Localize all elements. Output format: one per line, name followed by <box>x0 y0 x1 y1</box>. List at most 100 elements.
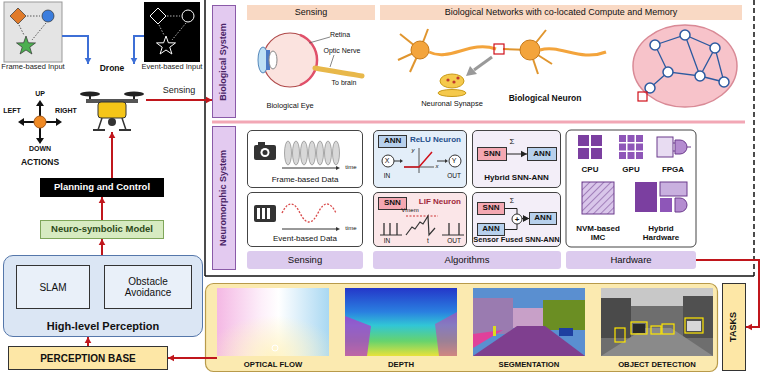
neuron-card-icon <box>400 159 403 163</box>
hardware-item-icon <box>687 147 691 148</box>
hardware-item: GPU <box>612 134 650 176</box>
hardware-item-icon <box>578 135 589 146</box>
neuron-card-icon <box>449 155 461 167</box>
node-text: High-level Perception <box>4 320 202 332</box>
ann-box: ANN <box>477 223 505 236</box>
section-band: Neuromorphic System <box>212 126 236 270</box>
task-tile-icon <box>601 288 713 370</box>
data-card-icon <box>257 208 260 219</box>
task-tile: DEPTH <box>345 288 457 370</box>
hardware-item: CPU <box>571 134 609 176</box>
connector <box>109 132 116 178</box>
task-tile-icon <box>272 345 278 351</box>
node-text: CPU <box>571 166 609 175</box>
label-text: Vmem <box>401 207 418 213</box>
label-text: Retina <box>330 31 350 38</box>
frame-input-icon <box>27 16 40 17</box>
connector-line <box>168 357 217 359</box>
data-card-icon <box>317 141 324 165</box>
data-card: Frame-based Data <box>247 130 363 188</box>
panel-frame <box>753 0 755 276</box>
node-text: Drone <box>78 64 146 73</box>
task-tile-icon <box>513 308 543 328</box>
hardware-item-icon <box>675 198 687 212</box>
neuron-card-icon <box>442 235 464 236</box>
node-text: SNN <box>483 204 500 213</box>
eye-illustration <box>269 51 277 69</box>
data-card: Event-based Data <box>247 192 363 247</box>
neuron-illustration <box>520 40 540 60</box>
drone: Drone <box>78 64 146 132</box>
event-input: Event-based Input <box>144 2 200 62</box>
neuron-card-icon <box>445 159 448 163</box>
drone-icon <box>108 118 116 126</box>
hardware-item-icon <box>657 137 673 157</box>
task-tile-icon <box>473 330 503 348</box>
label-text: IN <box>384 238 391 245</box>
label-text: DOWN <box>29 145 51 152</box>
node-text: OPTICAL FLOW <box>213 361 333 369</box>
panel-frame <box>205 0 754 276</box>
label-text: OUT <box>447 173 461 180</box>
hardware-panel <box>566 130 696 247</box>
task-tile-icon <box>559 328 573 336</box>
data-card-icon <box>293 141 300 165</box>
node-text: Biological Networks with co-located Comp… <box>445 8 678 18</box>
node-text: Hybrid Hardware <box>629 225 693 243</box>
data-card-icon <box>254 205 276 222</box>
node-text: Frame-based Data <box>248 176 362 185</box>
node-text: GPU <box>612 166 650 175</box>
label-text: RIGHT <box>55 107 77 114</box>
node-text: Event-based Data <box>248 235 362 244</box>
node-text: Sensing <box>288 255 322 265</box>
data-card-icon <box>336 166 340 170</box>
task-tile-icon <box>601 298 631 338</box>
hardware-item-icon <box>591 148 602 159</box>
neuron-illustration <box>446 78 449 81</box>
connector <box>131 36 144 64</box>
connector <box>146 97 212 104</box>
event-input-icon <box>159 25 164 35</box>
label-text: To brain <box>332 79 357 86</box>
node-text: ANN <box>482 225 499 234</box>
label-text: LEFT <box>3 107 21 114</box>
frame-input-icon <box>17 36 36 54</box>
task-tile-icon <box>217 288 329 370</box>
task-tile-icon <box>662 324 674 334</box>
arrow-head <box>131 58 138 64</box>
hardware-item-icon <box>619 135 626 142</box>
brain-illustration <box>710 43 720 53</box>
panel-frame <box>205 275 754 277</box>
node-text: Frame-based Input <box>1 63 64 71</box>
hardware-item-icon <box>619 144 626 151</box>
neuron-card-icon <box>389 223 390 235</box>
node-text: ANN <box>534 214 551 223</box>
label-text: Biological Neuron <box>509 94 582 103</box>
neuron-illustration <box>466 66 477 76</box>
task-tile-icon <box>473 288 585 356</box>
neuron-card-icon <box>458 223 459 235</box>
actions-cross <box>36 100 44 106</box>
section-footer: Hardware <box>566 251 696 269</box>
connector-line <box>62 36 88 64</box>
task-tile-icon <box>435 312 457 356</box>
node-text: Sensor Fused SNN-ANN <box>473 236 560 244</box>
task-tile-icon <box>473 288 585 370</box>
neuron-card-icon <box>437 161 446 162</box>
node-text: Biological System <box>219 23 229 101</box>
connector <box>85 337 92 346</box>
node-text: PERCEPTION BASE <box>40 353 136 364</box>
data-card-icon <box>282 229 336 230</box>
neuron-card-icon <box>383 223 384 235</box>
node-text: Hardware <box>610 255 651 265</box>
group-box: High-level PerceptionSLAMObstacle Avoida… <box>3 255 203 337</box>
task-tile-icon <box>345 316 371 356</box>
label-text: Biological Eye <box>266 102 313 110</box>
task-tile-icon <box>543 300 585 330</box>
eye-illustration <box>300 35 317 85</box>
neuron-illustration <box>540 49 606 55</box>
task-tile-icon <box>493 326 496 336</box>
neuron-illustration <box>440 74 464 88</box>
task-tile-icon <box>217 288 329 356</box>
hardware-item-icon <box>636 135 643 142</box>
